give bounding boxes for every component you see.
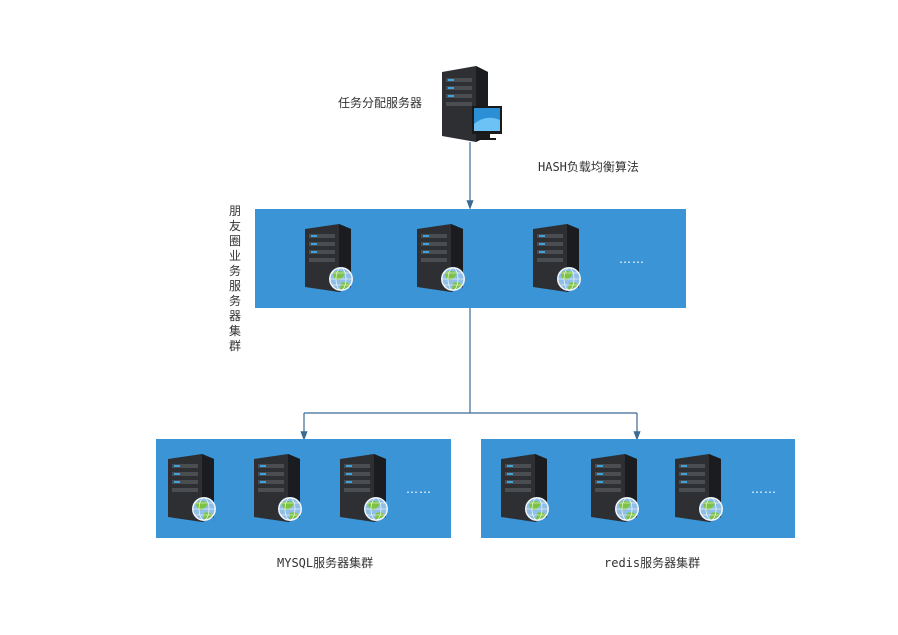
server-globe-icon [533,224,581,292]
redis-server-3 [673,453,725,523]
mysql-cluster-box: …… [156,439,451,538]
moments-cluster-box: …… [255,209,686,308]
server-globe-icon [591,454,639,522]
server-globe-icon [305,224,353,292]
mysql-server-2 [252,453,304,523]
dispatcher-label: 任务分配服务器 [338,96,423,110]
redis-cluster-box: …… [481,439,795,538]
moments-cluster-label: 朋友圈业务服务器集群 [228,204,241,353]
moments-server-3 [531,223,583,293]
mysql-server-3 [338,453,390,523]
moments-server-1 [303,223,355,293]
moments-more: …… [619,252,645,266]
server-with-monitor-icon [442,66,502,142]
server-globe-icon [340,454,388,522]
server-globe-icon [501,454,549,522]
server-globe-icon [168,454,216,522]
redis-server-1 [499,453,551,523]
mysql-server-1 [166,453,218,523]
server-globe-icon [675,454,723,522]
algorithm-label: HASH负载均衡算法 [538,160,639,174]
redis-more: …… [751,482,777,496]
dispatcher-server [436,64,506,144]
moments-server-2 [415,223,467,293]
server-globe-icon [254,454,302,522]
redis-server-2 [589,453,641,523]
mysql-more: …… [406,482,432,496]
server-globe-icon [417,224,465,292]
mysql-cluster-label: MYSQL服务器集群 [277,556,374,570]
redis-cluster-label: redis服务器集群 [604,556,701,570]
